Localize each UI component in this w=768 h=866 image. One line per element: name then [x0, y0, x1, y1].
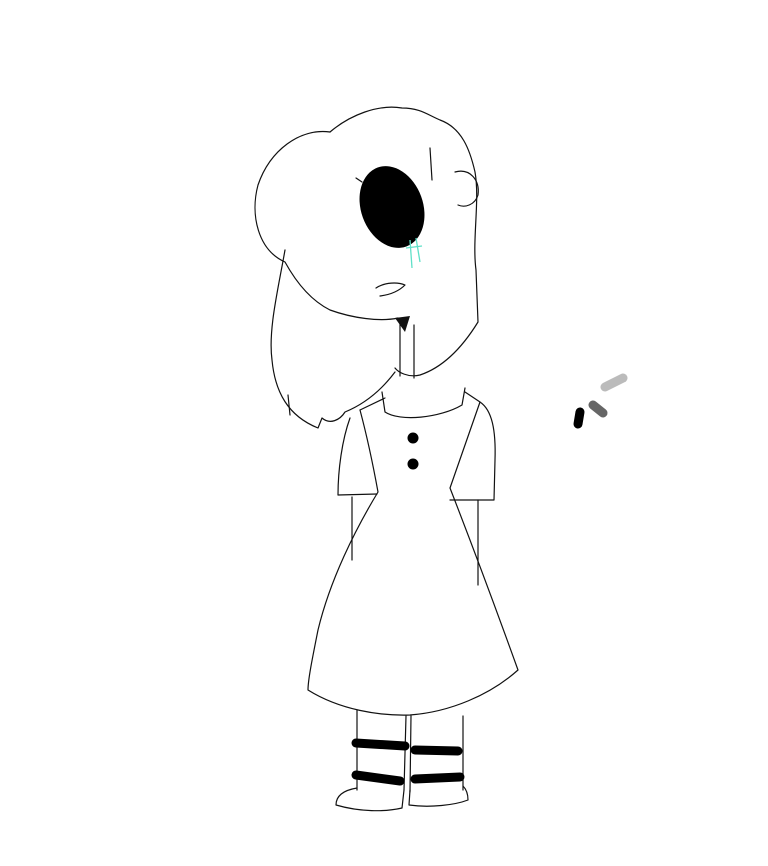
neck-shadow	[395, 316, 410, 332]
mouth	[375, 282, 406, 297]
dress	[307, 387, 519, 716]
arms	[351, 496, 479, 586]
hair	[254, 106, 479, 429]
eye	[359, 166, 425, 248]
stockings-stripes	[351, 738, 465, 786]
stray-marks	[573, 373, 628, 429]
ear	[454, 170, 479, 207]
buttons	[407, 432, 419, 470]
shoes	[335, 785, 469, 812]
tears	[405, 237, 423, 269]
neck	[399, 321, 415, 379]
sleeves	[337, 401, 496, 501]
eyelash	[355, 177, 363, 183]
